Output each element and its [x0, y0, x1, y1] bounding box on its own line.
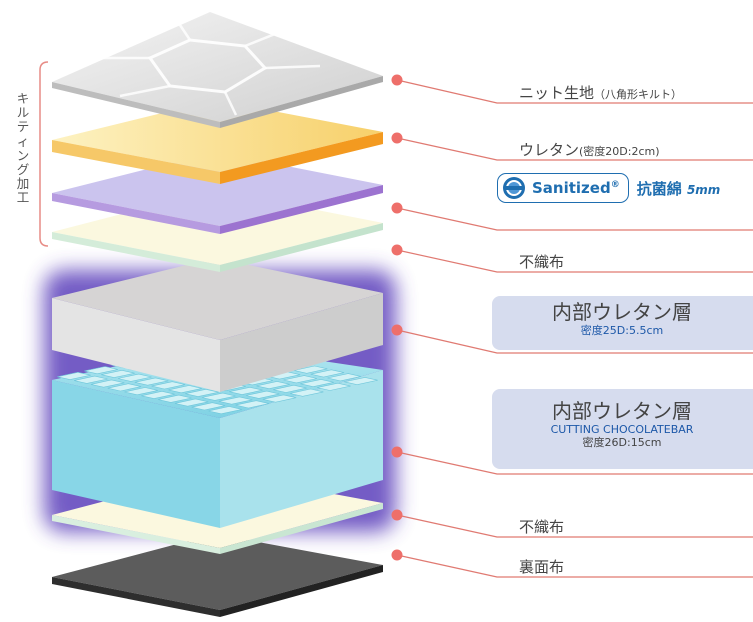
foam-cube — [300, 379, 334, 388]
chocolatebar-urethane-title: 内部ウレタン層 — [552, 399, 692, 423]
back-fabric-label: 裏面布 — [519, 558, 565, 576]
foam-cube — [293, 365, 328, 374]
foam-cube — [117, 373, 152, 382]
sanitized-logo-badge: Sanitized® — [497, 173, 629, 203]
foam-cube — [208, 406, 242, 415]
nonwoven-bottom-label: 不織布 — [519, 518, 565, 536]
foam-cube — [283, 375, 318, 384]
leader-dots — [391, 74, 403, 561]
foam-cube — [124, 387, 158, 396]
urethane-2cm-layer — [52, 100, 383, 184]
foam-cube — [185, 388, 219, 397]
knit-fabric-label: ニット生地（八角形キルト） — [519, 82, 682, 103]
quilting-bracket — [39, 61, 49, 247]
knit-fabric-layer — [52, 12, 383, 128]
back-fabric-layer — [52, 534, 383, 617]
foam-cube — [107, 383, 142, 392]
foam-cube — [141, 390, 175, 399]
foam-cube — [327, 373, 361, 382]
foam-cube — [201, 392, 236, 401]
foam-cube — [218, 396, 253, 405]
foam-cube — [235, 400, 270, 409]
foam-cube — [74, 375, 108, 384]
sanitized-label: Sanitized® 抗菌綿 5mm — [497, 173, 720, 203]
urethane-label: ウレタン(密度20D:2cm) — [519, 139, 660, 160]
urethane-name: ウレタン — [519, 141, 580, 159]
chocolatebar-urethane-subtitle: CUTTING CHOCOLATEBAR — [550, 423, 694, 436]
antibacterial-cotton: 抗菌綿 5mm — [636, 179, 721, 198]
inner-urethane-title: 内部ウレタン層 — [552, 300, 692, 324]
nonwoven-top-label: 不織布 — [519, 253, 565, 271]
foam-cube — [158, 394, 192, 403]
sanitized-brand: Sanitized® — [532, 179, 620, 197]
foam-cube — [134, 377, 169, 386]
leader-lines — [396, 79, 753, 578]
knit-fabric-note: （八角形キルト） — [594, 88, 683, 101]
foam-cube — [273, 384, 307, 393]
inner-urethane-panel: 内部ウレタン層 密度25D:5.5cm — [492, 296, 753, 350]
foam-cube — [168, 385, 202, 394]
foam-cube — [191, 402, 226, 411]
foam-cube — [256, 381, 290, 390]
foam-cube — [101, 369, 135, 378]
knit-fabric-name: ニット生地 — [519, 84, 595, 102]
inner-urethane-block — [52, 258, 383, 392]
chocolatebar-urethane-panel: 内部ウレタン層 CUTTING CHOCOLATEBAR 密度26D:15cm — [492, 389, 753, 469]
inner-urethane-spec: 密度25D:5.5cm — [580, 324, 664, 337]
quilting-label: キルティング加工 — [16, 91, 30, 206]
foam-cube — [57, 371, 91, 380]
foam-cube — [151, 381, 186, 390]
urethane-note: (密度20D:2cm) — [579, 145, 660, 158]
sanitized-seal-icon — [503, 177, 525, 199]
foam-cube — [245, 390, 280, 399]
foam-cube — [317, 382, 351, 391]
foam-cube — [289, 388, 324, 397]
foam-cube — [229, 386, 263, 395]
sanitized-cotton-layer — [52, 152, 383, 234]
foam-cube — [174, 398, 209, 407]
foam-cube — [310, 369, 345, 378]
foam-cube — [344, 377, 378, 386]
foam-cube — [262, 394, 297, 403]
foam-cube — [84, 366, 118, 375]
chocolatebar-urethane-spec: 密度26D:15cm — [582, 436, 662, 449]
foam-cube — [90, 379, 125, 388]
